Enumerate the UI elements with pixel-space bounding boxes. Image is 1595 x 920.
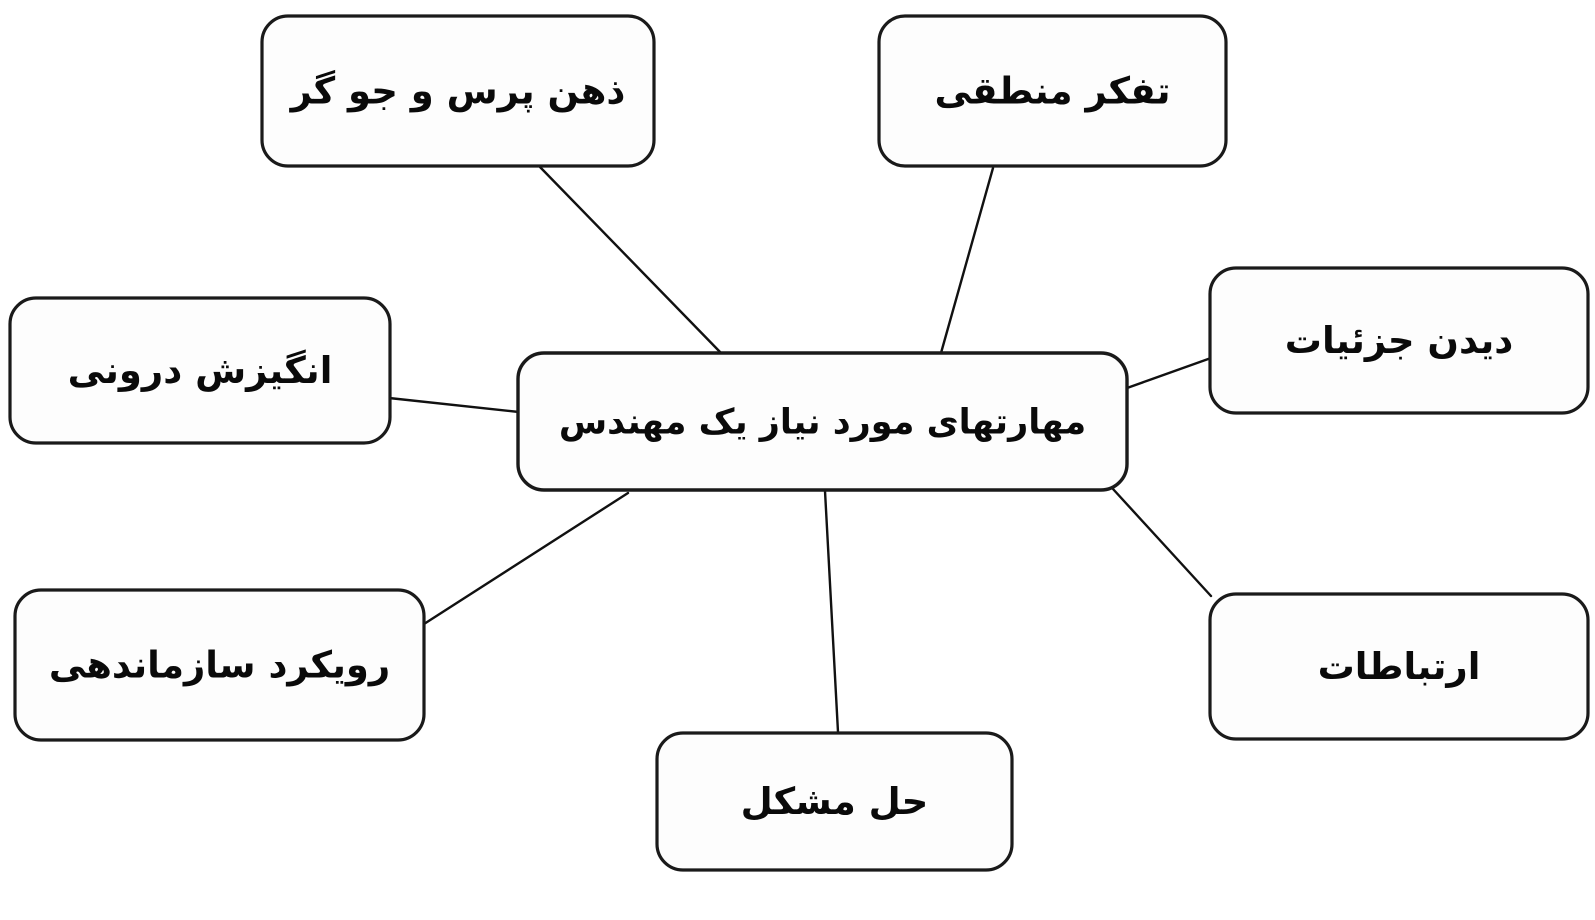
node-box-communications[interactable] [1208,592,1590,741]
node-communications[interactable]: ارتباطات [1208,592,1590,741]
connector-group [387,165,1213,734]
node-internal-motivation[interactable]: انگیزش درونی [8,296,392,445]
connector-central-to-communications [1111,487,1213,598]
node-box-seeing-details[interactable] [1208,266,1590,415]
connector-central-to-problem-solving [823,489,840,734]
node-label-central: مهارتهای مورد نیاز یک مهندس [559,403,1086,443]
node-central[interactable]: مهارتهای مورد نیاز یک مهندس [516,351,1129,492]
node-problem-solving[interactable]: حل مشکل [655,731,1014,872]
connector-central-to-organizing-approach [422,491,630,626]
node-label-internal-motivation: انگیزش درونی [68,349,333,392]
node-label-organizing-approach: رویکرد سازماندهی [49,644,390,687]
connector-central-to-logical-thinking [939,166,995,355]
node-logical-thinking[interactable]: تفکر منطقی [877,14,1228,168]
node-label-logical-thinking: تفکر منطقی [934,70,1170,113]
node-organizing-approach[interactable]: رویکرد سازماندهی [13,588,426,742]
node-box-central[interactable] [516,351,1129,492]
connector-central-to-internal-motivation [387,396,521,414]
node-box-problem-solving[interactable] [655,731,1014,872]
connector-central-to-inquisitive-mind [538,165,724,356]
connector-central-to-seeing-details [1111,356,1213,395]
node-box-organizing-approach[interactable] [13,588,426,742]
node-label-seeing-details: دیدن جزئیات [1285,319,1513,362]
node-label-communications: ارتباطات [1318,645,1481,688]
node-label-problem-solving: حل مشکل [741,780,929,823]
node-label-inquisitive-mind: ذهن پرس و جو گر [289,70,626,113]
node-seeing-details[interactable]: دیدن جزئیات [1208,266,1590,415]
node-box-logical-thinking[interactable] [877,14,1228,168]
node-box-inquisitive-mind[interactable] [260,14,656,168]
node-box-internal-motivation[interactable] [8,296,392,445]
node-inquisitive-mind[interactable]: ذهن پرس و جو گر [260,14,656,168]
